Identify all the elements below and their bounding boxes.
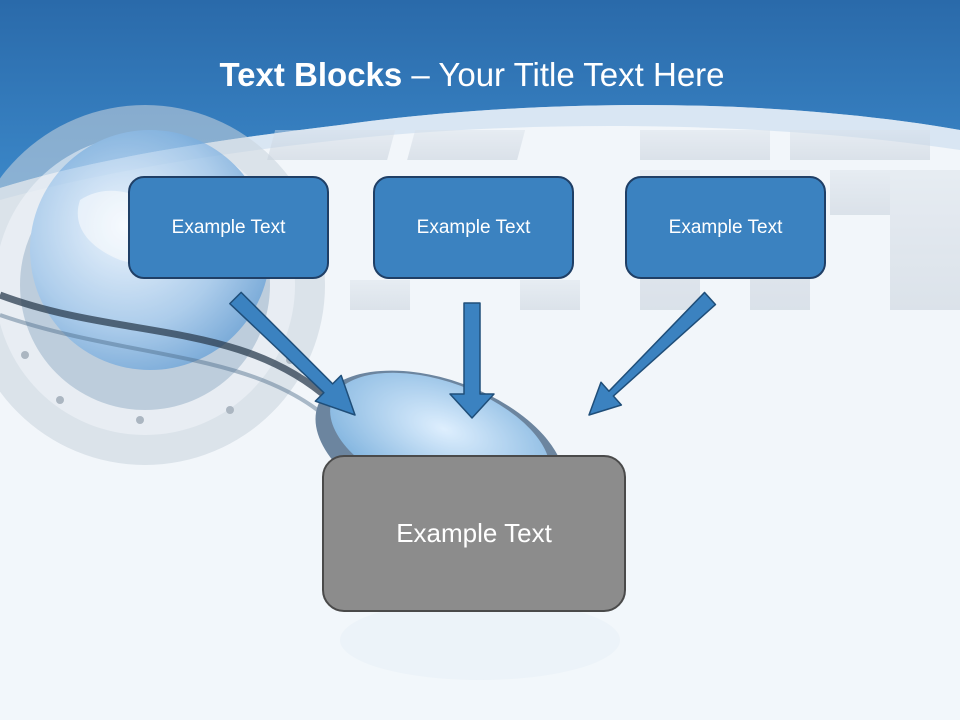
- title-bold-text: Text Blocks: [219, 56, 403, 93]
- center-text-block-label: Example Text: [396, 518, 552, 548]
- title-rest-text: Your Title Text Here: [438, 56, 725, 93]
- text-block-3-label: Example Text: [668, 216, 783, 238]
- text-block-3[interactable]: Example Text: [625, 176, 826, 279]
- arrow-right: [588, 291, 717, 416]
- title-separator: –: [402, 56, 439, 93]
- text-block-1-label: Example Text: [171, 216, 286, 238]
- text-block-2[interactable]: Example Text: [373, 176, 574, 279]
- center-text-block[interactable]: Example Text: [322, 455, 626, 612]
- arrow-middle: [449, 302, 495, 419]
- slide-title: Text Blocks – Your Title Text Here: [0, 52, 944, 98]
- text-block-2-label: Example Text: [416, 216, 531, 238]
- text-block-1[interactable]: Example Text: [128, 176, 329, 279]
- arrow-left: [229, 291, 356, 416]
